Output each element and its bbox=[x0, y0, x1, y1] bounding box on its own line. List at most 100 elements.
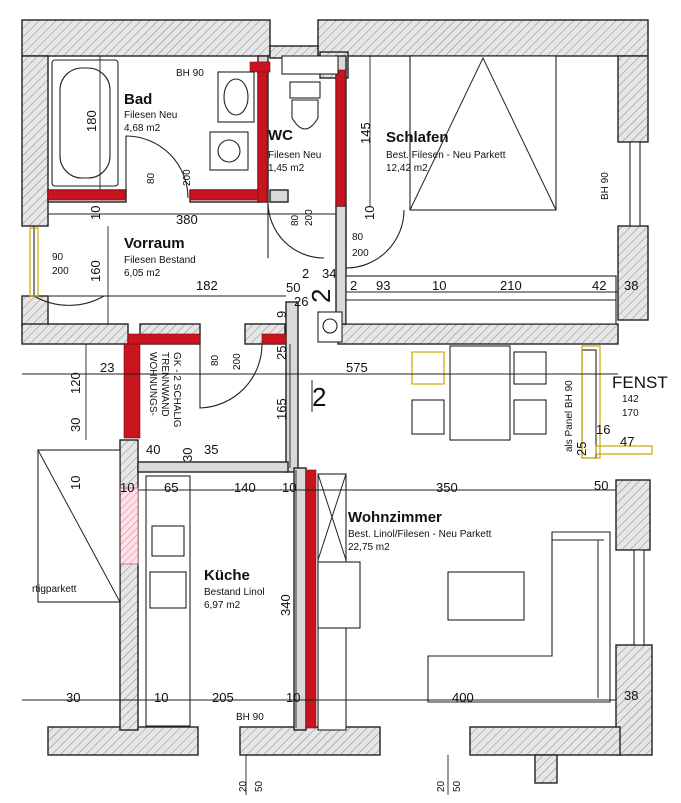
stair-marker: 2 2 bbox=[306, 289, 336, 412]
room-name-wohnzimmer: Wohnzimmer bbox=[348, 509, 442, 526]
room-desc-vorraum: Filesen Bestand bbox=[124, 255, 196, 266]
dim-23: 23 bbox=[100, 360, 114, 375]
red-wall-wc-bedroom bbox=[335, 69, 346, 207]
kitchen-furniture bbox=[37, 449, 191, 727]
room-name-bad: Bad bbox=[124, 91, 152, 108]
dim-165: 165 bbox=[274, 398, 289, 420]
dim-20-a: 20 bbox=[238, 780, 249, 792]
dim-210: 210 bbox=[500, 278, 522, 293]
dim-340: 340 bbox=[278, 594, 293, 616]
neighbour-diag bbox=[37, 449, 121, 603]
sofa bbox=[427, 531, 611, 703]
room-name-kueche: Küche bbox=[204, 567, 250, 584]
dim-400: 400 bbox=[452, 690, 474, 705]
bathtub-inner bbox=[59, 67, 111, 179]
dim-142: 142 bbox=[622, 394, 639, 405]
red-wall-apartment bbox=[123, 343, 141, 439]
bedroom-door bbox=[345, 209, 405, 269]
dim-door-200: 200 bbox=[232, 353, 243, 370]
dim-10-b: 10 bbox=[362, 206, 377, 220]
wc-shelf bbox=[281, 55, 339, 75]
room-area-wohnzimmer: 22,75 m2 bbox=[348, 542, 390, 553]
dim-30-b: 30 bbox=[180, 448, 195, 462]
washing-machine-drum bbox=[217, 139, 241, 163]
red-wall-vorraum bbox=[127, 333, 201, 345]
dim-26: 26 bbox=[294, 294, 308, 309]
living-window bbox=[633, 549, 645, 646]
room-desc-wc: Filesen Neu bbox=[268, 150, 321, 161]
dim-10-g: 10 bbox=[154, 690, 168, 705]
shaft-pipe bbox=[322, 318, 338, 334]
wall-right-lower1 bbox=[615, 479, 651, 551]
dim-160: 160 bbox=[88, 260, 103, 282]
kitchen-stove bbox=[149, 571, 187, 609]
wall-left-upper bbox=[21, 55, 49, 227]
new-walls bbox=[47, 61, 346, 729]
dim-2b: 2 bbox=[350, 278, 357, 293]
exterior-walls bbox=[21, 19, 653, 784]
dim-140: 140 bbox=[234, 480, 256, 495]
doors bbox=[29, 135, 405, 409]
wall-bottom-right bbox=[469, 726, 621, 756]
dim-40: 40 bbox=[146, 442, 160, 457]
bed-cover bbox=[409, 56, 557, 211]
wall-bottom-pier bbox=[534, 754, 558, 784]
wall-right-mid bbox=[617, 225, 649, 321]
coffee-table bbox=[447, 571, 525, 621]
dim-575: 575 bbox=[346, 360, 368, 375]
dim-10-e: 10 bbox=[120, 480, 134, 495]
dim-50: 50 bbox=[286, 280, 300, 295]
wc-cistern bbox=[289, 81, 321, 99]
chair-1 bbox=[411, 351, 445, 385]
wall-note-2: TRENNWAND bbox=[159, 352, 170, 417]
room-area-kueche: 6,97 m2 bbox=[204, 600, 241, 611]
room-desc-wohnzimmer: Best. Linol/Filesen - Neu Parkett bbox=[348, 529, 492, 540]
bedroom-left-wall bbox=[335, 205, 347, 325]
fenst-label: FENST bbox=[612, 373, 668, 392]
notes: BH 90 BH 90 BH 90 WOHNUNGS- TRENNWAND GK… bbox=[32, 68, 668, 723]
dim-380: 380 bbox=[176, 212, 198, 227]
room-area-wc: 1,45 m2 bbox=[268, 163, 305, 174]
room-desc-bad: Filesen Neu bbox=[124, 110, 177, 121]
wall-bottom-mid bbox=[239, 726, 381, 756]
room-name-schlafen: Schlafen bbox=[386, 129, 449, 146]
wall-bedroom-bottom bbox=[337, 323, 619, 345]
wall-top-right bbox=[317, 19, 649, 57]
room-area-schlafen: 12,42 m2 bbox=[386, 163, 428, 174]
shaft bbox=[317, 311, 343, 343]
dining-table bbox=[449, 345, 511, 441]
panel-window-frame bbox=[581, 345, 601, 459]
red-wall-bath-1 bbox=[47, 189, 127, 201]
dim-65: 65 bbox=[164, 480, 178, 495]
chair-2 bbox=[513, 351, 547, 385]
kitchen-top-wall bbox=[137, 461, 289, 473]
red-wall-bath-wc bbox=[257, 61, 268, 203]
dim-20-b: 20 bbox=[436, 780, 447, 792]
dim-182: 182 bbox=[196, 278, 218, 293]
wc-bowl bbox=[291, 99, 319, 130]
red-wall-wc-top bbox=[249, 61, 271, 73]
dim-bath-200: 200 bbox=[182, 169, 193, 186]
red-wall-living bbox=[305, 469, 317, 729]
wall-vorraum-bottom bbox=[21, 323, 129, 345]
dim-wc-80: 80 bbox=[290, 214, 301, 226]
living-door bbox=[199, 343, 263, 409]
hall-wall bbox=[285, 301, 299, 473]
bedroom-window bbox=[629, 141, 641, 227]
dim-170: 170 bbox=[622, 408, 639, 419]
bh90-bath: BH 90 bbox=[176, 68, 204, 79]
dim-10-c: 10 bbox=[432, 278, 446, 293]
dim-16: 16 bbox=[596, 422, 610, 437]
dim-42: 42 bbox=[592, 278, 606, 293]
room-labels: Bad Filesen Neu 4,68 m2 WC Filesen Neu 1… bbox=[124, 91, 506, 611]
dim-10-d: 10 bbox=[68, 476, 83, 490]
chair-3 bbox=[411, 399, 445, 435]
washbasin-bowl bbox=[223, 78, 249, 116]
room-name-vorraum: Vorraum bbox=[124, 235, 185, 252]
dim-2: 2 bbox=[302, 266, 309, 281]
dim-entry-200: 200 bbox=[52, 266, 69, 277]
dim-145: 145 bbox=[358, 122, 373, 144]
dim-10-a: 10 bbox=[88, 206, 103, 220]
dim-bed-200: 200 bbox=[352, 248, 369, 259]
